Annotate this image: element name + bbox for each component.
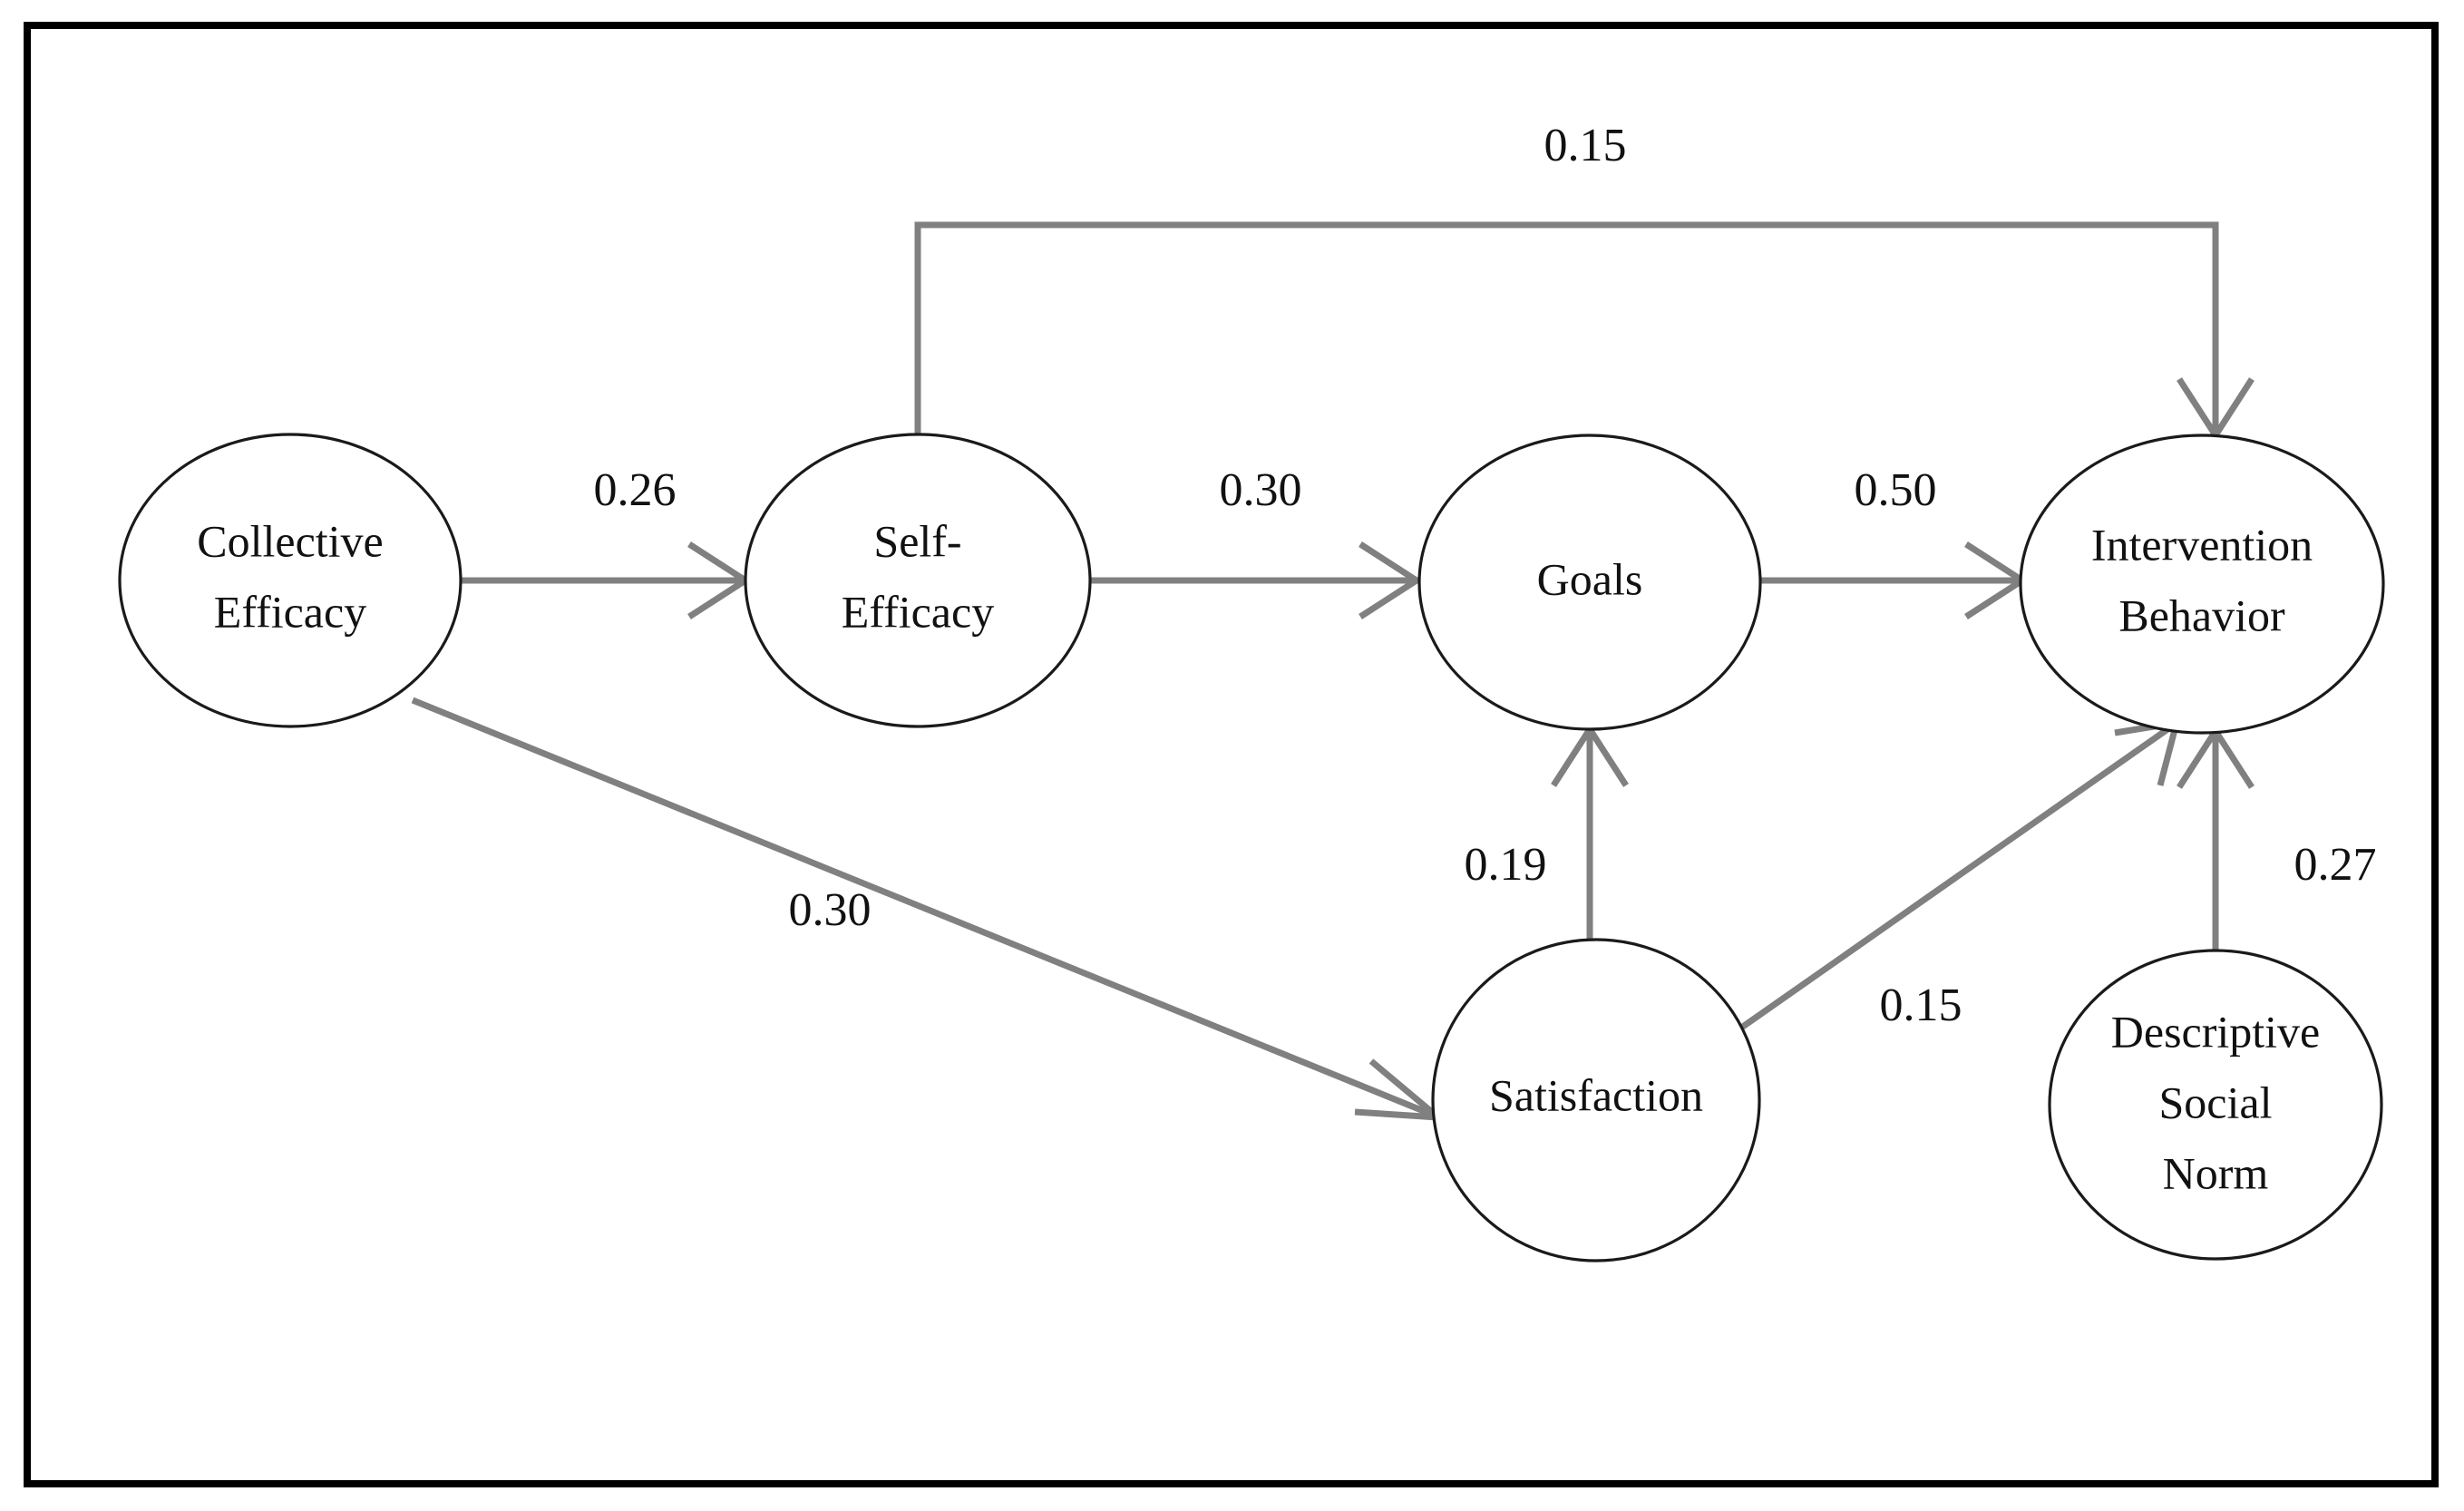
node-label-line2: Efficacy <box>842 586 994 637</box>
node-label-line1: Collective <box>197 515 384 566</box>
edge-label-satisfaction-to-goals: 0.19 <box>1465 839 1547 891</box>
edge-label-collective-efficacy-to-satisfaction: 0.30 <box>789 884 872 936</box>
edge-label-self-efficacy-to-intervention-behavior: 0.15 <box>1544 120 1627 171</box>
node-shape[interactable] <box>2048 949 2383 1261</box>
node-label-line1: Intervention <box>2091 519 2313 570</box>
edge-shaft <box>1717 723 2176 1046</box>
edge-self-efficacy-to-intervention-behavior <box>914 221 2255 442</box>
edge-collective-efficacy-to-self-efficacy <box>461 541 752 619</box>
edge-goals-to-intervention-behavior <box>1760 541 2029 619</box>
node-shape[interactable] <box>1431 938 1761 1262</box>
edge-label-goals-to-intervention-behavior: 0.50 <box>1855 464 1937 516</box>
node-shape[interactable] <box>1417 434 1762 731</box>
node-label-line1: Descriptive <box>2111 1006 2320 1057</box>
node-self-efficacy[interactable]: Self- Efficacy <box>744 433 1092 728</box>
node-label-line2: Efficacy <box>214 586 366 637</box>
edge-label-self-efficacy-to-goals: 0.30 <box>1220 464 1302 516</box>
node-label-line1: Goals <box>1537 553 1643 604</box>
node-shape[interactable] <box>2019 434 2385 735</box>
node-collective-efficacy[interactable]: Collective Efficacy <box>118 433 463 728</box>
node-label-line3: Norm <box>2163 1147 2269 1198</box>
arrowhead <box>1359 541 1423 619</box>
edge-collective-efficacy-to-satisfaction <box>411 697 1448 1122</box>
node-shape[interactable] <box>744 433 1092 728</box>
edge-label-collective-efficacy-to-self-efficacy: 0.26 <box>594 464 677 516</box>
edge-shaft <box>914 221 2219 434</box>
figure-border <box>24 22 2439 1487</box>
edge-descriptive-social-norm-to-intervention-behavior <box>2177 725 2255 952</box>
node-label-line1: Satisfaction <box>1489 1069 1703 1120</box>
edge-satisfaction-to-goals <box>1551 723 1629 943</box>
node-shape[interactable] <box>118 433 463 728</box>
edge-label-satisfaction-to-intervention-behavior: 0.15 <box>1880 980 1962 1031</box>
edge-self-efficacy-to-goals <box>1090 541 1423 619</box>
node-label-line2: Social <box>2159 1077 2273 1127</box>
edge-shaft <box>411 697 1437 1119</box>
node-intervention-behavior[interactable]: Intervention Behavior <box>2019 434 2385 735</box>
node-satisfaction[interactable]: Satisfaction <box>1431 938 1761 1262</box>
edge-label-descriptive-social-norm-to-intervention-behavior: 0.27 <box>2294 839 2377 891</box>
node-label-line1: Self- <box>873 515 961 566</box>
node-descriptive-social-norm[interactable]: Descriptive Social Norm <box>2048 949 2383 1261</box>
node-label-line2: Behavior <box>2118 590 2285 640</box>
node-goals[interactable]: Goals <box>1417 434 1762 731</box>
